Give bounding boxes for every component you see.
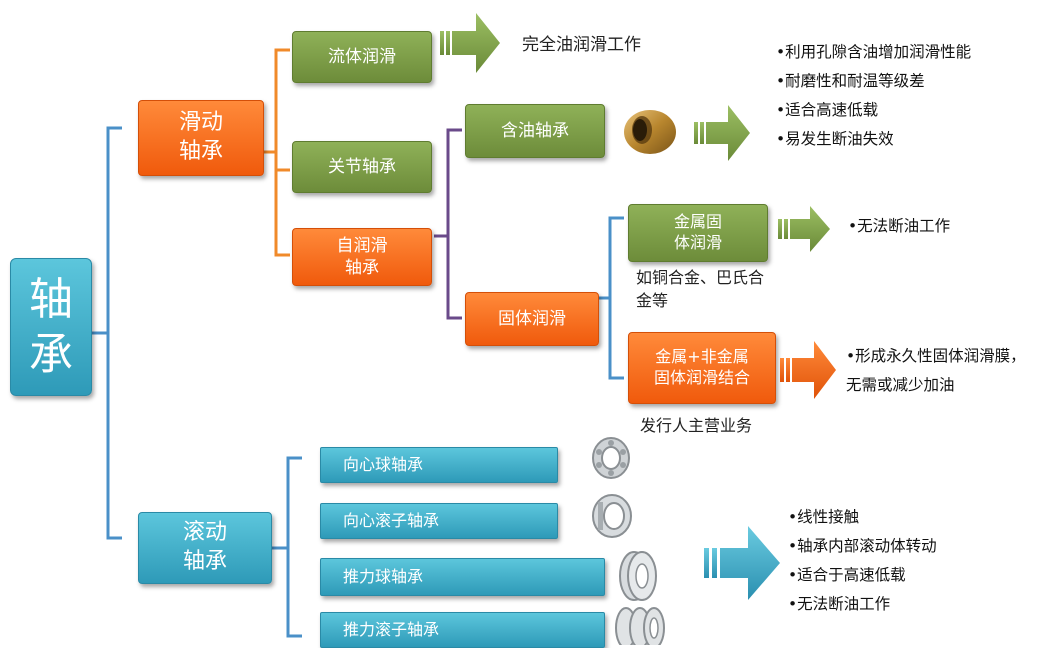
sliding-bearing-node: 滑动 轴承 bbox=[138, 100, 264, 176]
metal-solid-note: 如铜合金、巴氏合 金等 bbox=[636, 268, 765, 311]
oil-bearing-node: 含油轴承 bbox=[465, 104, 605, 158]
combo-note: 发行人主营业务 bbox=[640, 416, 753, 435]
thrust-roller-bearing-bar: 推力滚子轴承 bbox=[320, 612, 605, 648]
bullet-item: •易发生断油失效 bbox=[776, 130, 894, 148]
fluid-result-text: 完全油润滑工作 bbox=[522, 35, 641, 55]
metal-solid-bullets: •无法断油工作 bbox=[848, 212, 950, 241]
bullet-item: •无法断油工作 bbox=[848, 217, 951, 235]
radial-roller-bearing-bar: 向心滚子轴承 bbox=[320, 503, 558, 539]
thrust-ball-bearing-bar: 推力球轴承 bbox=[320, 558, 605, 596]
double-arrow-icon bbox=[694, 105, 750, 161]
bullet-item: •形成永久性固体润滑膜， bbox=[846, 347, 1026, 365]
metal-nonmetal-combo-node: 金属+非金属 固体润滑结合 bbox=[628, 332, 776, 404]
double-arrow-icon bbox=[778, 206, 830, 252]
bullet-item: •线性接触 bbox=[788, 508, 860, 526]
bullet-item: •利用孔隙含油增加润滑性能 bbox=[776, 43, 972, 61]
thrust-ball-bearing-icon bbox=[619, 551, 657, 601]
thrust-roller-bearing-icon bbox=[615, 607, 665, 645]
radial-ball-bearing-bar: 向心球轴承 bbox=[320, 447, 558, 483]
roller-bearing-icon bbox=[592, 494, 632, 538]
metal-solid-lubrication-node: 金属固 体润滑 bbox=[628, 204, 768, 262]
combo-bullets: •形成永久性固体润滑膜， 无需或减少加油 bbox=[846, 342, 1026, 400]
bullet-item: •耐磨性和耐温等级差 bbox=[776, 72, 925, 90]
joint-bearing-node: 关节轴承 bbox=[292, 141, 432, 193]
double-arrow-icon bbox=[704, 526, 780, 600]
bronze-bushing-icon bbox=[624, 110, 676, 154]
ball-bearing-icon bbox=[592, 437, 630, 479]
bullet-item: •轴承内部滚动体转动 bbox=[788, 537, 937, 555]
oil-bearing-bullets: •利用孔隙含油增加润滑性能 •耐磨性和耐温等级差 •适合高速低载 •易发生断油失… bbox=[776, 38, 971, 154]
rolling-bearing-node: 滚动 轴承 bbox=[138, 512, 272, 584]
double-arrow-icon bbox=[780, 341, 836, 399]
root-node: 轴 承 bbox=[10, 258, 92, 396]
solid-lubrication-node: 固体润滑 bbox=[465, 292, 599, 346]
bullet-item: •适合于高速低载 bbox=[788, 566, 906, 584]
fluid-lubrication-node: 流体润滑 bbox=[292, 31, 432, 83]
double-arrow-icon bbox=[440, 13, 500, 73]
bullet-item: •适合高速低载 bbox=[776, 101, 879, 119]
self-lubricating-bearing-node: 自润滑 轴承 bbox=[292, 228, 432, 286]
bullet-item: •无法断油工作 bbox=[788, 595, 891, 613]
bullet-item: 无需或减少加油 bbox=[846, 376, 955, 394]
rolling-bullets: •线性接触 •轴承内部滚动体转动 •适合于高速低载 •无法断油工作 bbox=[788, 503, 937, 619]
